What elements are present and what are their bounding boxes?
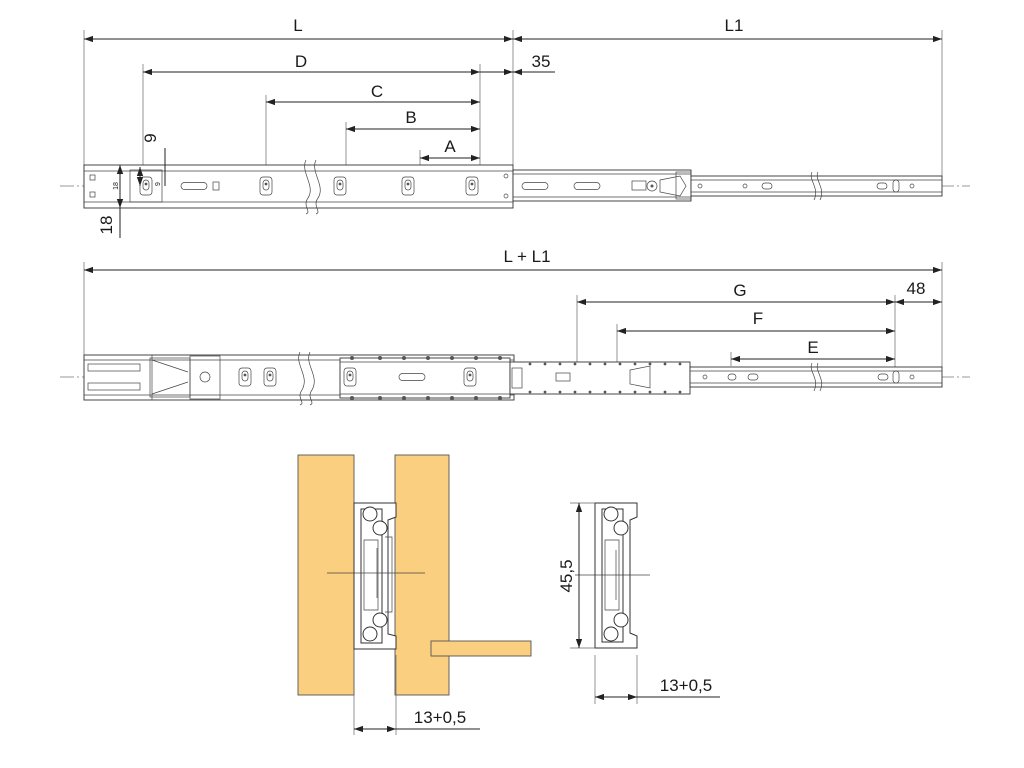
dim-label-F: F [753, 309, 763, 328]
extended-inner-rail [689, 362, 943, 392]
mini-label-9: 9 [155, 182, 162, 186]
dim-label-D: D [295, 52, 307, 71]
dim-label-profile-height: 45,5 [557, 559, 576, 592]
dim-label-A: A [444, 137, 456, 156]
mini-label-18: 18 [113, 182, 120, 190]
dim-label-C: C [371, 82, 383, 101]
top-view: L L1 D 35 C B A 9 18 18 9 [60, 16, 970, 238]
dim-label-B: B [405, 108, 416, 127]
mounted-cross-section: 13+0,5 [297, 454, 532, 735]
mounted-slide-profile [353, 502, 397, 650]
dim-label-L1: L1 [725, 16, 744, 35]
outer-rail [83, 159, 514, 215]
profile-cross-section: 45,5 13+0,5 [557, 502, 720, 704]
extended-dimension-lines [84, 266, 942, 363]
drawer-side-panel [394, 454, 450, 696]
mounted-gap-dimension [353, 655, 480, 735]
dim-label-G: G [733, 281, 746, 300]
extended-rail [512, 169, 943, 202]
ball-cage-rail [339, 356, 691, 400]
top-dimension-lines [84, 35, 942, 238]
dim-label-18: 18 [97, 216, 116, 235]
dim-label-mounted-gap: 13+0,5 [414, 708, 466, 727]
extended-view: L + L1 G 48 F E [60, 247, 970, 406]
dim-label-35: 35 [532, 52, 551, 71]
profile-height-dimension [570, 502, 595, 649]
dim-label-E: E [807, 338, 818, 357]
dim-label-profile-gap: 13+0,5 [660, 676, 712, 695]
drawer-bottom-panel [430, 640, 532, 657]
dim-label-48: 48 [907, 279, 926, 298]
profile-gap-dimension [594, 655, 720, 704]
dim-label-L: L [293, 16, 302, 35]
cabinet-side-panel [297, 454, 355, 696]
dim-label-L-plus-L1: L + L1 [503, 247, 550, 266]
dim-label-9: 9 [141, 133, 160, 142]
